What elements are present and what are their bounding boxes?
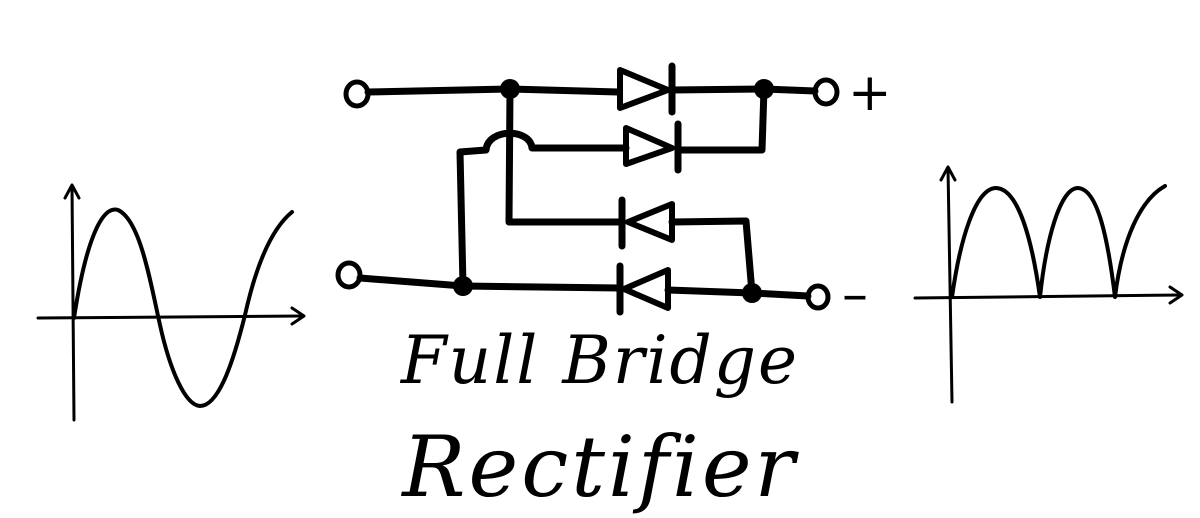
input-x-axis-arrow [290, 306, 306, 326]
output-terminal-negative [805, 283, 831, 311]
output-x-axis [913, 293, 1182, 300]
wire-right-positive-bus [676, 85, 768, 154]
output-terminal-positive [812, 77, 840, 107]
diode-3 [618, 196, 675, 250]
wire-top-node-down [505, 85, 626, 226]
wire-bottom-to-d2 [456, 129, 630, 290]
wire-d3-right [668, 217, 756, 297]
positive-label: + [848, 63, 892, 123]
title-line-2: Rectifier [402, 418, 798, 516]
bridge-circuit: + – [335, 62, 892, 325]
diode-2 [623, 120, 682, 174]
input-sine-wave [72, 207, 294, 408]
wire-d1-output [668, 85, 819, 95]
wire-d4-output [664, 286, 812, 300]
wire-top-input [364, 85, 622, 96]
diode-1 [617, 62, 676, 116]
output-x-axis-arrow [1168, 285, 1184, 305]
output-rectified-wave [950, 184, 1167, 299]
input-terminal-top [343, 79, 371, 109]
negative-label: – [842, 265, 868, 325]
diode-4 [616, 262, 671, 316]
input-terminal-bottom [335, 260, 363, 290]
input-x-axis [36, 314, 304, 320]
input-y-axis [70, 184, 76, 422]
input-waveform-graph [36, 183, 306, 422]
output-waveform-graph [913, 165, 1184, 404]
title-line-1: Full Bridge [400, 322, 800, 399]
wire-bottom-input [356, 274, 624, 292]
input-y-axis-arrow [63, 183, 81, 200]
output-y-axis-arrow [939, 165, 957, 182]
output-y-axis [946, 166, 954, 404]
